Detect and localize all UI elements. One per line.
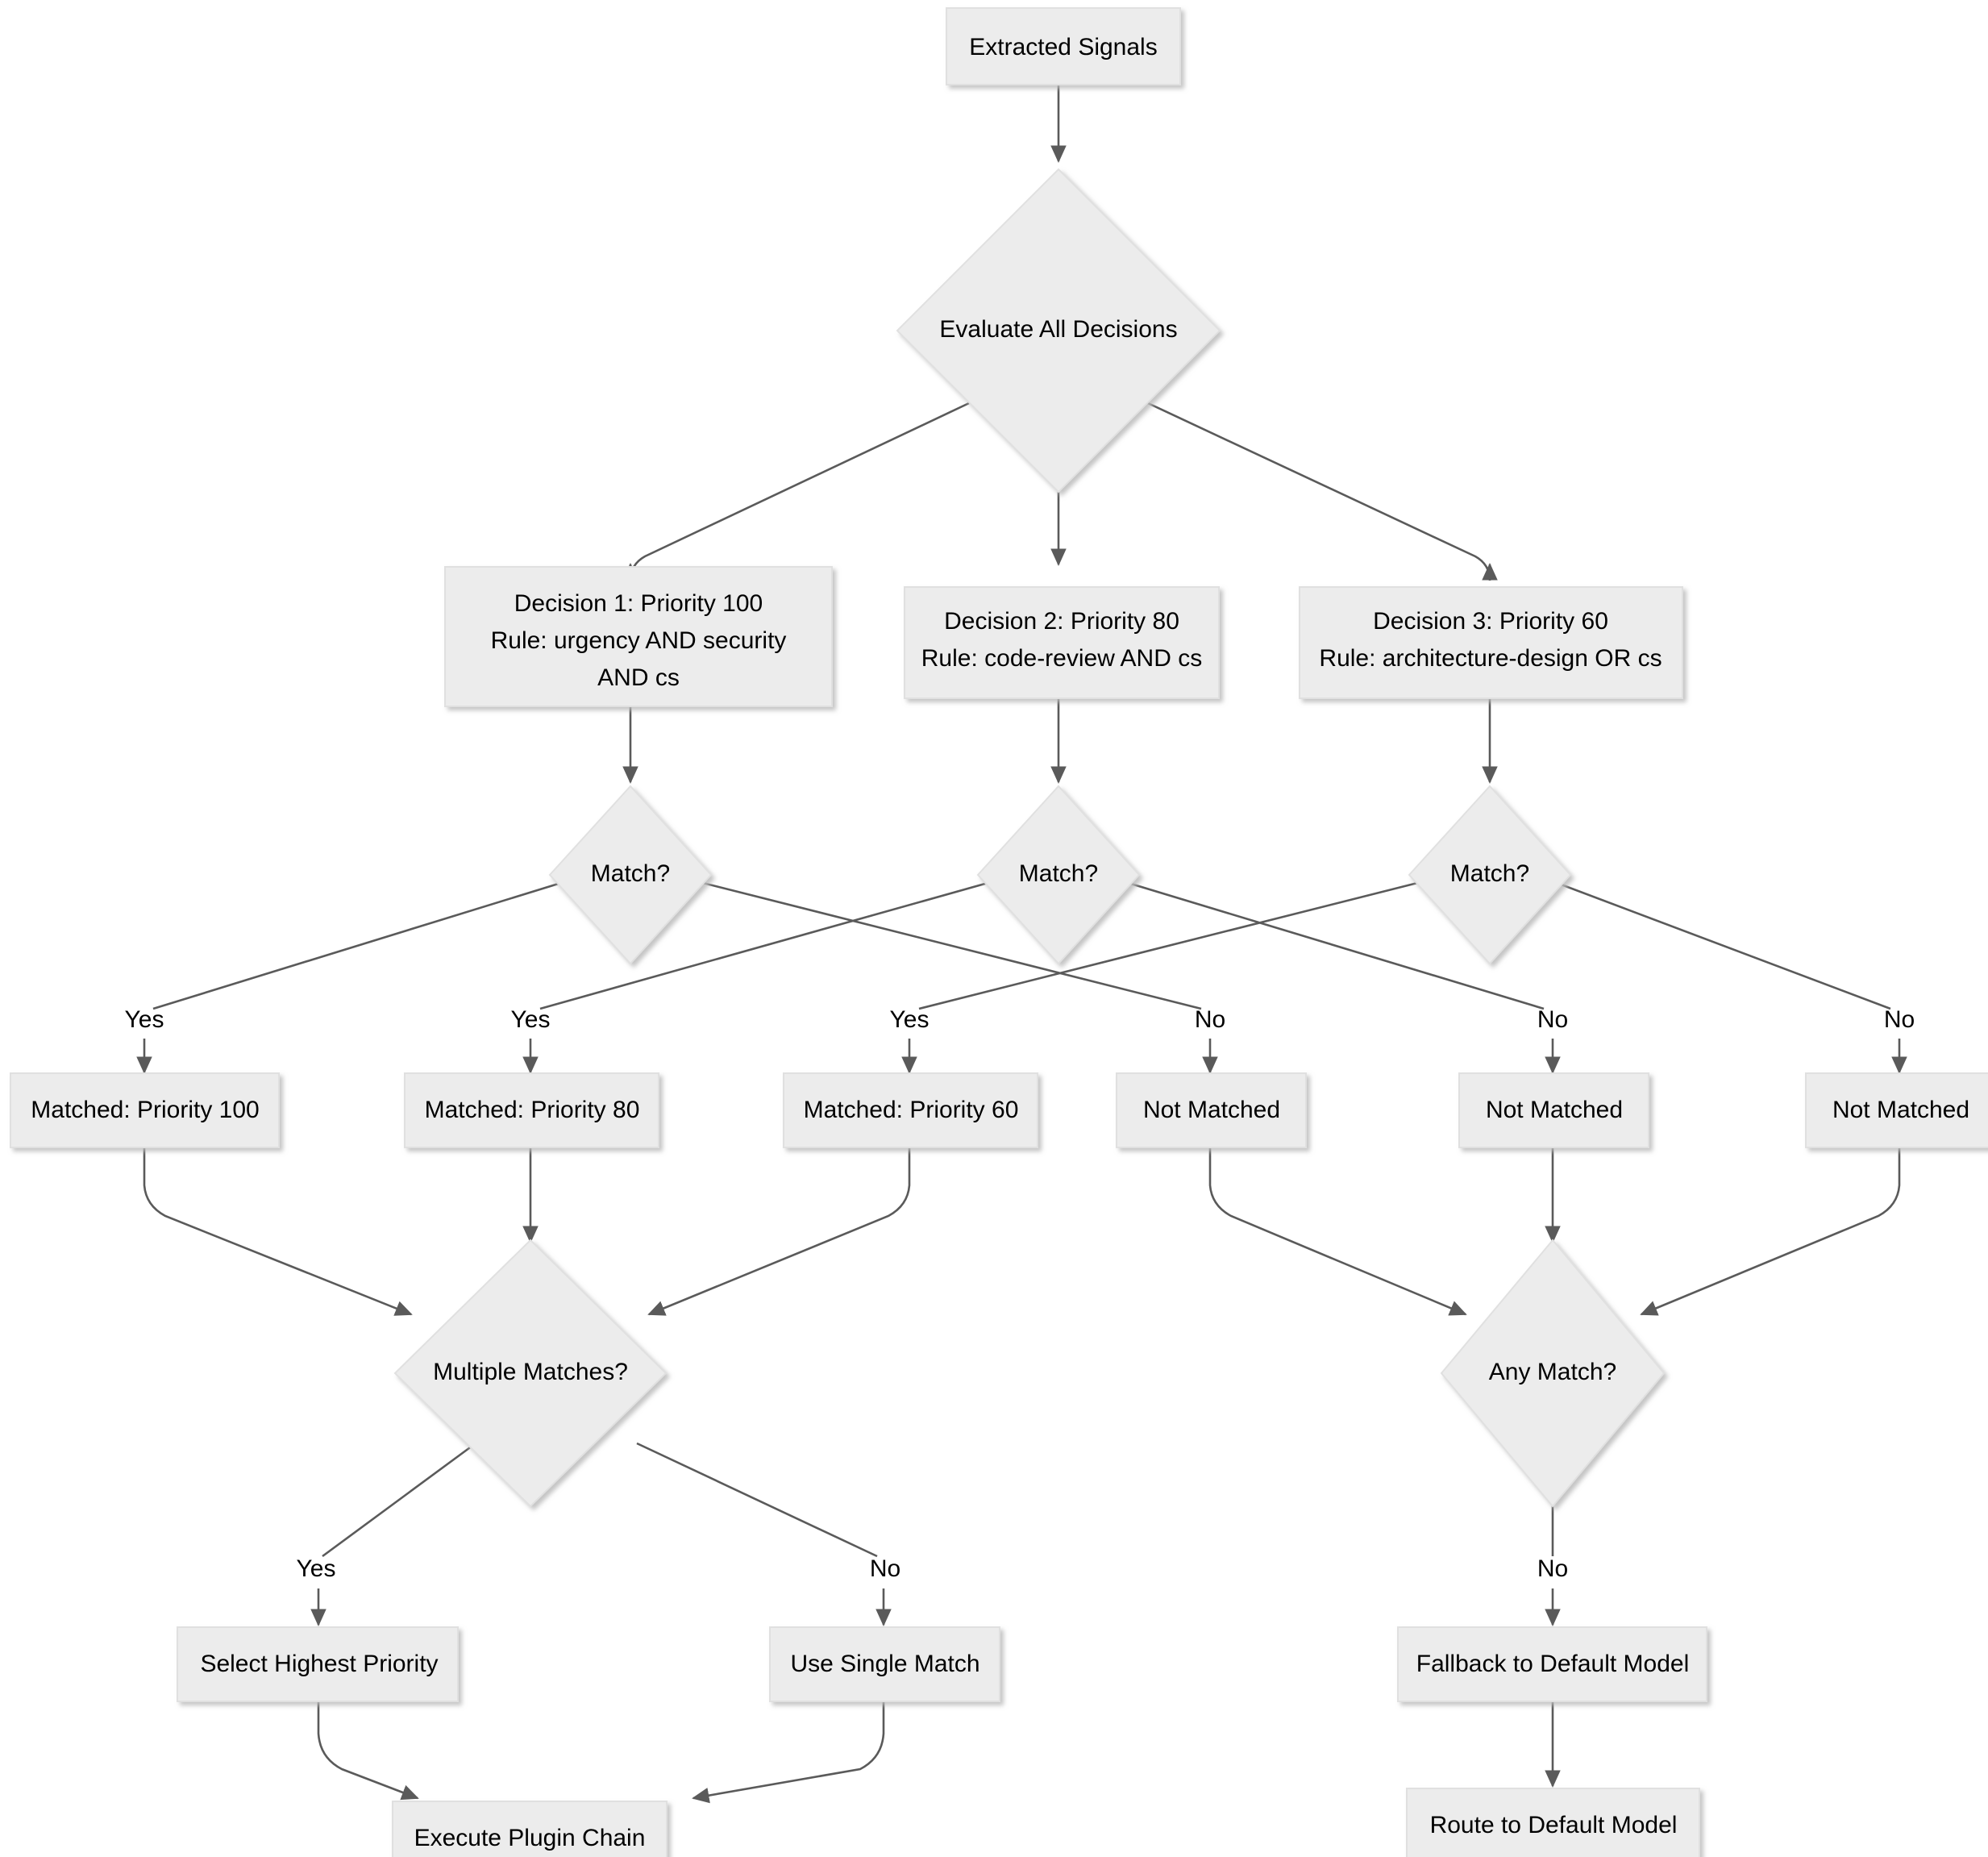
node-extracted-signals-label: Extracted Signals <box>969 34 1157 60</box>
edge-label-match1-yes: Yes <box>125 1006 164 1033</box>
node-evaluate-all-decisions[interactable]: Evaluate All Decisions <box>896 168 1221 493</box>
edge-match1-yes <box>152 877 575 1010</box>
node-matched-priority-80-label: Matched: Priority 80 <box>425 1097 640 1123</box>
node-not-matched-2[interactable]: Not Matched <box>1458 1072 1649 1148</box>
edge-select-to-execute <box>317 1701 419 1801</box>
node-match-2-shape <box>976 785 1141 965</box>
node-not-matched-1-label: Not Matched <box>1143 1097 1280 1123</box>
node-extracted-signals-shape <box>946 7 1181 85</box>
node-evaluate-all-decisions-shape <box>896 168 1221 493</box>
node-not-matched-3[interactable]: Not Matched <box>1805 1072 1988 1148</box>
node-matched-priority-80[interactable]: Matched: Priority 80 <box>404 1072 659 1148</box>
edge-label-layer: Yes Yes Yes No No No Yes No No <box>125 1006 1915 1582</box>
node-decision-3[interactable]: Decision 3: Priority 60 Rule: architectu… <box>1299 586 1683 699</box>
edge-notmatched3-to-any <box>1640 1147 1901 1316</box>
node-any-match-shape <box>1440 1239 1666 1508</box>
node-not-matched-2-shape <box>1458 1072 1649 1148</box>
edge-label-multiple-no: No <box>870 1555 900 1582</box>
node-extracted-signals[interactable]: Extracted Signals <box>946 7 1181 85</box>
edge-match2-yes <box>539 877 1003 1010</box>
edge-evaluate-to-decision1 <box>622 402 970 581</box>
edge-match1-no <box>686 877 1202 1010</box>
edge-match3-yes <box>918 877 1434 1010</box>
node-match-1-label: Match? <box>591 860 670 887</box>
node-use-single-match-label: Use Single Match <box>790 1651 979 1677</box>
node-select-highest-priority-label: Select Highest Priority <box>200 1651 438 1677</box>
edge-matched60-to-multiple <box>647 1147 911 1316</box>
node-not-matched-1-shape <box>1116 1072 1307 1148</box>
node-fallback-default-model[interactable]: Fallback to Default Model <box>1397 1626 1707 1702</box>
node-select-highest-priority-shape <box>177 1626 459 1702</box>
node-route-default-model[interactable]: Route to Default Model <box>1406 1788 1700 1857</box>
node-matched-priority-100-shape <box>10 1072 280 1148</box>
node-decision-3-shape <box>1299 586 1683 699</box>
node-not-matched-3-shape <box>1805 1072 1988 1148</box>
node-matched-priority-100-label: Matched: Priority 100 <box>31 1097 259 1123</box>
edge-label-match2-no: No <box>1537 1006 1568 1033</box>
node-route-default-model-label: Route to Default Model <box>1430 1812 1678 1838</box>
edge-multiple-no <box>636 1442 878 1558</box>
edge-label-match3-yes: Yes <box>890 1006 930 1033</box>
node-fallback-default-model-label: Fallback to Default Model <box>1416 1651 1690 1677</box>
node-multiple-matches-shape <box>393 1239 668 1508</box>
node-execute-plugin-chain[interactable]: Execute Plugin Chain <box>392 1801 668 1857</box>
node-decision-1[interactable]: Decision 1: Priority 100 Rule: urgency A… <box>444 566 833 707</box>
node-matched-priority-80-shape <box>404 1072 659 1148</box>
edge-label-multiple-yes: Yes <box>297 1555 336 1582</box>
node-decision-1-line-2: Rule: urgency AND security <box>491 627 787 654</box>
node-select-highest-priority[interactable]: Select Highest Priority <box>177 1626 459 1702</box>
node-matched-priority-60-label: Matched: Priority 60 <box>804 1097 1019 1123</box>
node-match-3-label: Match? <box>1450 860 1529 887</box>
edge-label-match1-no: No <box>1195 1006 1225 1033</box>
edge-notmatched1-to-any <box>1208 1147 1467 1316</box>
node-match-3-shape <box>1408 785 1572 965</box>
node-not-matched-3-label: Not Matched <box>1832 1097 1969 1123</box>
node-fallback-default-model-shape <box>1397 1626 1707 1702</box>
node-match-1[interactable]: Match? <box>548 785 713 965</box>
edge-matched100-to-multiple <box>143 1147 413 1316</box>
node-multiple-matches-label: Multiple Matches? <box>433 1359 628 1385</box>
edge-evaluate-to-decision3 <box>1147 402 1498 581</box>
node-match-3[interactable]: Match? <box>1408 785 1572 965</box>
node-decision-1-line-3: AND cs <box>597 664 680 691</box>
node-not-matched-1[interactable]: Not Matched <box>1116 1072 1307 1148</box>
node-decision-2[interactable]: Decision 2: Priority 80 Rule: code-revie… <box>904 586 1220 699</box>
node-decision-1-line-1: Decision 1: Priority 100 <box>514 590 763 617</box>
edge-multiple-yes <box>322 1442 476 1558</box>
node-evaluate-all-decisions-label: Evaluate All Decisions <box>939 316 1177 343</box>
node-decision-2-line-2: Rule: code-review AND cs <box>921 645 1202 672</box>
node-decision-1-shape <box>444 566 833 707</box>
node-matched-priority-60[interactable]: Matched: Priority 60 <box>783 1072 1038 1148</box>
node-decision-2-shape <box>904 586 1220 699</box>
node-use-single-match-shape <box>769 1626 1000 1702</box>
node-decision-3-line-2: Rule: architecture-design OR cs <box>1319 645 1662 672</box>
node-match-1-shape <box>548 785 713 965</box>
edge-label-match3-no: No <box>1884 1006 1915 1033</box>
node-any-match-label: Any Match? <box>1489 1359 1616 1385</box>
node-decision-2-line-1: Decision 2: Priority 80 <box>944 608 1179 635</box>
node-any-match[interactable]: Any Match? <box>1440 1239 1666 1508</box>
edge-match3-no <box>1545 877 1891 1010</box>
edge-label-anymatch-no: No <box>1537 1555 1568 1582</box>
node-matched-priority-60-shape <box>783 1072 1038 1148</box>
edge-label-match2-yes: Yes <box>511 1006 551 1033</box>
node-execute-plugin-chain-label: Execute Plugin Chain <box>414 1825 646 1851</box>
edge-usesingle-to-execute <box>692 1701 885 1804</box>
node-layer: Extracted Signals Evaluate All Decisions… <box>10 7 1988 1857</box>
node-use-single-match[interactable]: Use Single Match <box>769 1626 1000 1702</box>
edge-match2-no <box>1114 877 1545 1010</box>
node-matched-priority-100[interactable]: Matched: Priority 100 <box>10 1072 280 1148</box>
edge-layer <box>136 85 1907 1804</box>
node-not-matched-2-label: Not Matched <box>1486 1097 1623 1123</box>
node-match-2[interactable]: Match? <box>976 785 1141 965</box>
node-match-2-label: Match? <box>1019 860 1098 887</box>
node-multiple-matches[interactable]: Multiple Matches? <box>393 1239 668 1508</box>
node-execute-plugin-chain-shape <box>392 1801 668 1857</box>
node-route-default-model-shape <box>1406 1788 1700 1857</box>
node-decision-3-line-1: Decision 3: Priority 60 <box>1373 608 1608 635</box>
